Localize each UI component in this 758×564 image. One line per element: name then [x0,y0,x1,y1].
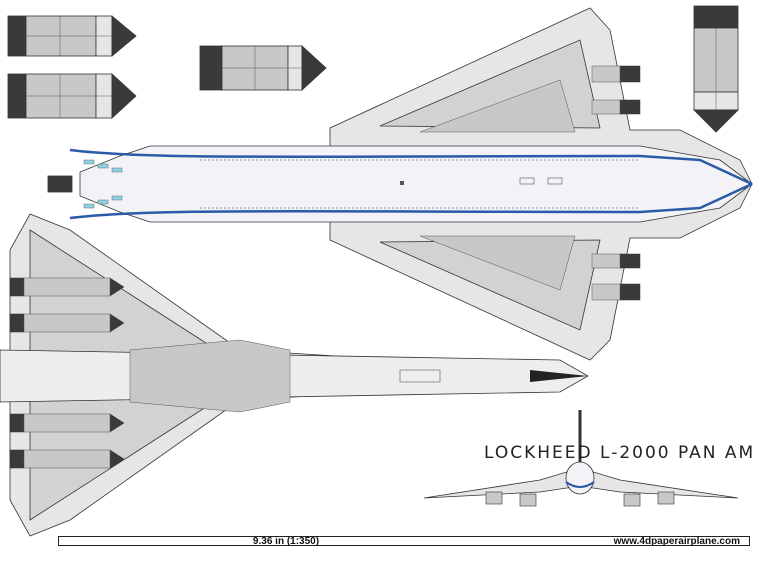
engine-piece-4-vertical [693,5,739,133]
front-view [423,410,739,507]
scale-bar [58,536,750,546]
engine-piece-2 [7,73,137,119]
engine-piece-1 [7,15,137,57]
model-title: LOCKHEED L-2000 PAN AM [484,443,756,463]
top-view-lower [0,213,589,537]
engine-piece-3 [199,45,327,91]
scale-label: 9.36 in (1:350) [252,536,320,547]
lower-engine-row [9,277,125,469]
top-view-upper [47,7,753,361]
website-link[interactable]: www.4dpaperairplane.com [613,536,740,547]
